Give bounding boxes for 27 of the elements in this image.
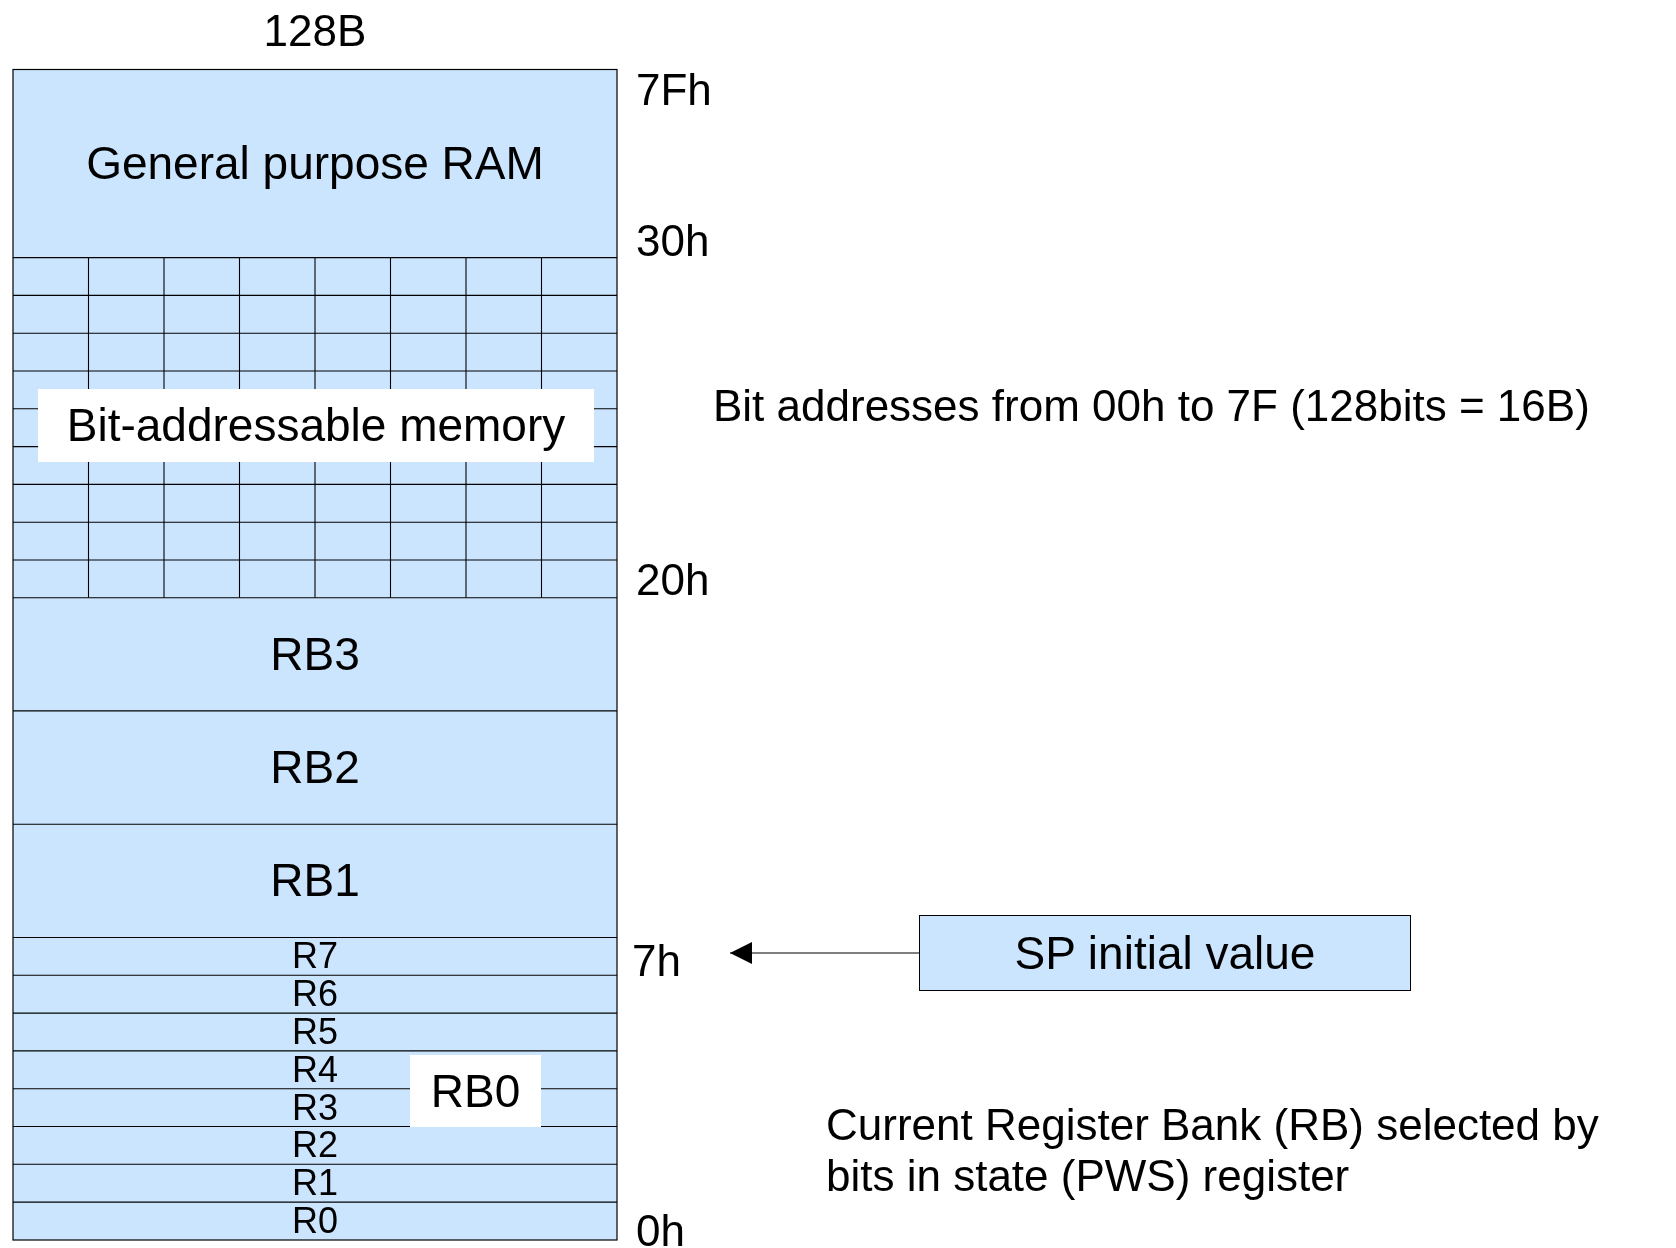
region-label: Bit-addressable memory <box>66 399 566 452</box>
region-label <box>38 389 594 462</box>
region-label: RB1 <box>270 854 360 908</box>
address-label: 20h <box>636 555 710 606</box>
address-label: 7h <box>632 935 681 987</box>
region-label: RB2 <box>270 741 360 794</box>
region-label <box>410 1055 541 1127</box>
address-label: 7Fh <box>636 65 712 116</box>
register-label: R7 <box>292 938 338 975</box>
register-label: R3 <box>292 1089 338 1126</box>
note-text: Bit addresses from 00h to 7F (128bits = 16B) <box>713 381 1590 432</box>
register-label: R5 <box>292 1014 338 1050</box>
region-label: General purpose RAM <box>86 137 544 190</box>
region-label: RB3 <box>270 627 360 681</box>
register-label: R0 <box>292 1203 338 1239</box>
note-text: Current Register Bank (RB) selected by bits in state (PWS) register <box>826 1100 1600 1202</box>
region-label: SP initial value <box>1014 926 1316 980</box>
process-box <box>919 915 1411 991</box>
arrow <box>729 942 920 964</box>
register-label: R6 <box>292 976 338 1013</box>
register-label: R4 <box>292 1051 338 1088</box>
address-label: 0h <box>636 1206 685 1248</box>
region-label: RB0 <box>430 1064 521 1118</box>
address-label: 30h <box>636 216 710 267</box>
address-label: 128B <box>262 6 368 57</box>
register-label: R1 <box>292 1165 338 1202</box>
register-label: R2 <box>292 1127 338 1164</box>
